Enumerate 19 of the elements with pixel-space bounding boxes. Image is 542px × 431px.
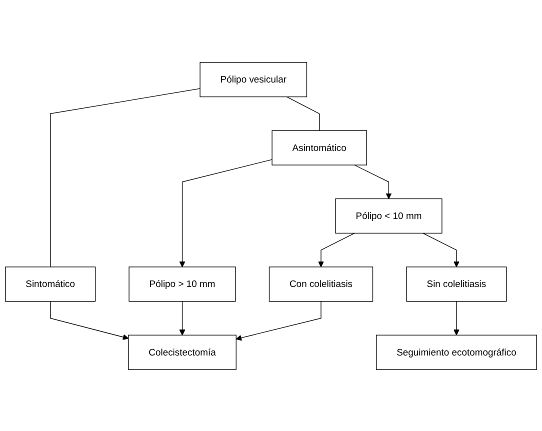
node-box: Con colelitiasis xyxy=(268,266,374,302)
arrow xyxy=(453,300,460,335)
arrow xyxy=(236,300,322,340)
connector xyxy=(286,96,320,130)
arrow xyxy=(422,232,460,267)
arrow xyxy=(179,300,186,335)
arrow xyxy=(318,232,355,267)
node-box: Colecistectomía xyxy=(128,334,236,370)
node-box: Pólipo vesicular xyxy=(200,62,308,97)
node-box: Pólipo < 10 mm xyxy=(335,198,442,234)
connector xyxy=(50,88,200,267)
arrow xyxy=(179,158,272,267)
node-box: Pólipo > 10 mm xyxy=(128,266,236,302)
arrow xyxy=(50,300,129,340)
node-box: Sintomático xyxy=(5,266,96,302)
arrow xyxy=(354,164,392,199)
node-box: Sin colelitiasis xyxy=(406,266,507,302)
node-box: Seguimiento ecotomográfico xyxy=(376,334,537,370)
node-box: Asintomático xyxy=(272,130,367,165)
